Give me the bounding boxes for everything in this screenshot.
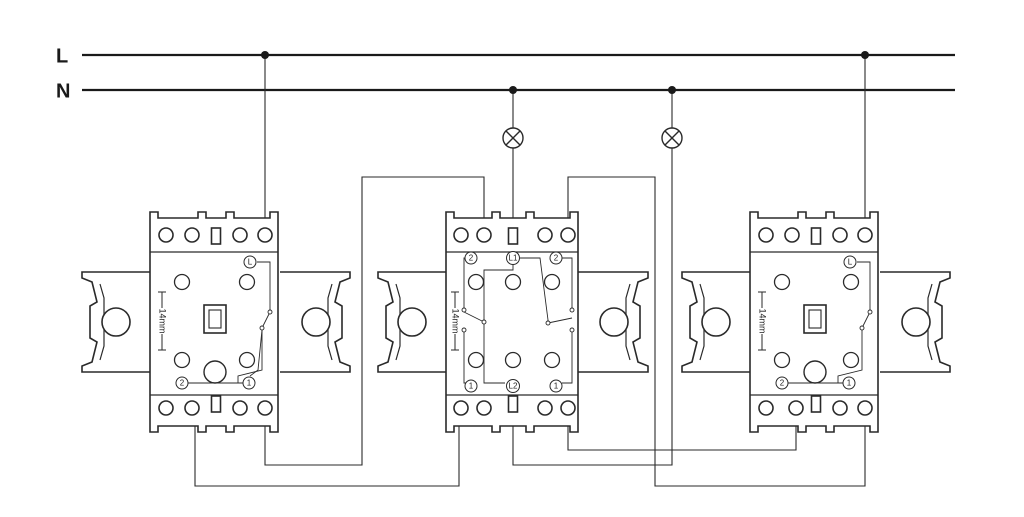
mounting-claw [377, 271, 449, 373]
terminal-hole [504, 351, 522, 369]
dimension-label: 14mm [758, 308, 768, 333]
screw-terminal [758, 227, 774, 243]
junction-dot [861, 51, 869, 59]
terminal-label-2: 2 [554, 254, 559, 263]
screw-terminal [758, 400, 774, 416]
terminal-label-2: 2 [780, 379, 785, 388]
switch-right: 14mm L 2 1 [681, 211, 951, 433]
terminal-hole [238, 273, 256, 291]
wire-mid-to-right-b [567, 410, 797, 451]
terminal-hole [467, 351, 485, 369]
terminal-hole [543, 351, 561, 369]
screw-terminal [560, 227, 576, 243]
terminal-hole [173, 273, 191, 291]
wire-mid-to-right-a [567, 176, 866, 487]
switch-left: 14mm L 2 1 [81, 211, 351, 433]
dimension-label: 14mm [158, 308, 168, 333]
terminal-label-l: L [848, 258, 853, 267]
junction-dot [668, 86, 676, 94]
screw-terminal [453, 227, 469, 243]
center-pin [803, 360, 827, 384]
junction-dot [261, 51, 269, 59]
screw-terminal [184, 227, 200, 243]
screw-terminal [232, 400, 248, 416]
wire-left-to-mid-b [194, 405, 460, 487]
mounting-claw [681, 271, 753, 373]
lamp-symbol [661, 127, 683, 149]
mounting-claw [879, 271, 951, 373]
terminal-tab [210, 395, 222, 413]
screw-terminal [476, 227, 492, 243]
terminal-tab [810, 395, 822, 413]
screw-terminal [832, 400, 848, 416]
screw-terminal [476, 400, 492, 416]
junction-dots [261, 51, 869, 94]
terminal-hole [504, 273, 522, 291]
screw-terminal [537, 400, 553, 416]
switch-middle: 14mm 2 L1 2 1 L2 1 [377, 211, 649, 433]
terminal-hole [238, 351, 256, 369]
line-rail-label: L [56, 45, 68, 67]
terminal-hole [543, 273, 561, 291]
switch-body [445, 211, 579, 433]
screw-terminal [158, 227, 174, 243]
lamp-symbol [502, 127, 524, 149]
terminal-label-1: 1 [554, 382, 559, 391]
wiring [194, 55, 866, 487]
center-pin [203, 360, 227, 384]
terminal-tab [507, 227, 519, 245]
mounting-claw [279, 271, 351, 373]
terminal-hole [467, 273, 485, 291]
terminal-tab [810, 227, 822, 245]
dimension-label: 14mm [451, 308, 461, 333]
mounting-claw [81, 271, 153, 373]
terminal-hole [773, 351, 791, 369]
screw-terminal [857, 400, 873, 416]
terminal-label-l2: L2 [509, 382, 518, 391]
screw-terminal [784, 227, 800, 243]
screw-terminal [257, 400, 273, 416]
terminal-label-1: 1 [247, 379, 252, 388]
screw-terminal [857, 227, 873, 243]
terminal-tab [507, 395, 519, 413]
wire-lamp2-mid [512, 147, 673, 466]
terminal-label-2: 2 [180, 379, 185, 388]
terminal-label-1: 1 [469, 382, 474, 391]
screw-terminal [257, 227, 273, 243]
mounting-claw [577, 271, 649, 373]
junction-dot [509, 86, 517, 94]
rail-group: L N [56, 45, 955, 102]
terminal-hole [842, 273, 860, 291]
terminal-label-1: 1 [847, 379, 852, 388]
neutral-rail-label: N [56, 80, 70, 102]
screw-terminal [560, 400, 576, 416]
terminal-hole [173, 351, 191, 369]
screw-terminal [788, 400, 804, 416]
terminal-hole [842, 351, 860, 369]
screw-terminal [184, 400, 200, 416]
terminal-hole [773, 273, 791, 291]
screw-terminal [232, 227, 248, 243]
screw-terminal [832, 227, 848, 243]
terminal-tab [210, 227, 222, 245]
screw-terminal [158, 400, 174, 416]
screw-terminal [537, 227, 553, 243]
screw-terminal [453, 400, 469, 416]
terminal-label-l: L [248, 258, 253, 267]
terminal-label-2: 2 [469, 254, 474, 263]
terminal-label-l1: L1 [509, 254, 518, 263]
wire-left-to-mid-a [264, 176, 485, 466]
